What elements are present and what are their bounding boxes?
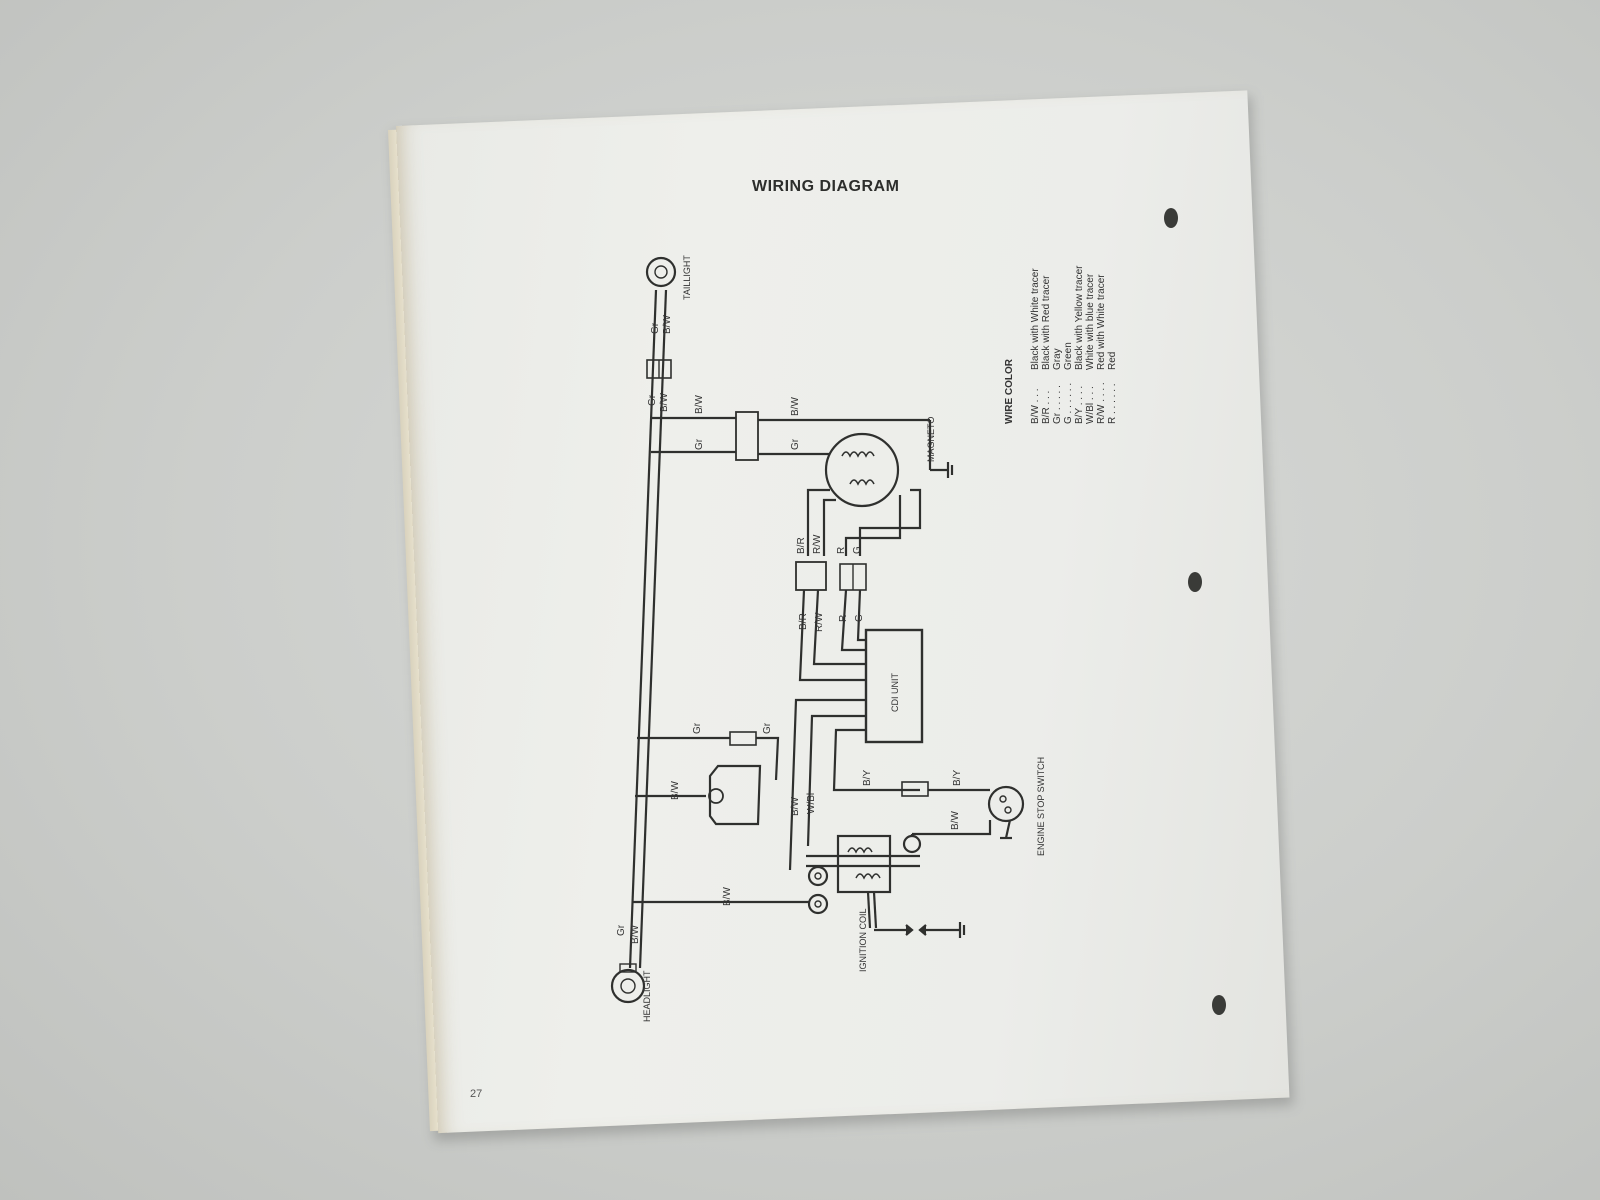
br-rw-coupler (795, 561, 827, 591)
page-number: 27 (470, 1088, 483, 1100)
gr-connector (729, 731, 757, 746)
label-bw-magneto-out: B/W (790, 397, 801, 416)
label-wbl-cdi: W/Bl (806, 793, 817, 814)
label-r-bottom: R (838, 615, 849, 622)
label-gr-headlight: Gr (616, 924, 627, 936)
legend-code-7: R . . . . . . (1107, 383, 1118, 424)
label-by-right: B/Y (952, 770, 963, 786)
main-harness-wire-2 (638, 289, 668, 969)
label-magneto: MAGNETO (926, 417, 936, 462)
diagram-title: WIRING DIAGRAM (752, 178, 900, 195)
label-headlight: HEADLIGHT (642, 970, 652, 1022)
legend-desc-1: Black with Red tracer (1041, 275, 1052, 370)
label-gr-branch: Gr (692, 722, 703, 734)
punch-hole-bottom (1212, 995, 1226, 1015)
legend-heading: WIRE COLOR (1004, 358, 1015, 424)
magneto-coupler (735, 411, 759, 461)
label-r-top: R (836, 547, 847, 554)
coil-terminal-lower (807, 893, 829, 915)
ignition-coil-box (836, 834, 892, 894)
magneto (824, 432, 900, 508)
cdi-unit-box (864, 628, 924, 744)
wire-color-legend: WIRE COLOR B/W . . . Black with White tr… (1004, 265, 1118, 424)
label-cdi-unit: CDI UNIT (890, 673, 900, 712)
legend-code-5: W/Bl . . . (1085, 386, 1096, 424)
legend-desc-6: Red with White tracer (1096, 274, 1107, 370)
coil-terminal-right (902, 834, 922, 854)
label-bw-regulator: B/W (670, 781, 681, 800)
label-gr-magneto-in: Gr (694, 438, 705, 450)
legend-code-3: G . . . . . . (1063, 383, 1074, 424)
legend-desc-3: Green (1063, 342, 1074, 370)
legend-code-0: B/W . . . (1030, 388, 1041, 424)
legend-code-2: Gr . . . . . (1052, 385, 1063, 424)
label-by-left: B/Y (862, 770, 873, 786)
legend-desc-2: Gray (1052, 348, 1063, 370)
legend-code-4: B/Y . . . . (1074, 386, 1085, 424)
label-bw-magneto-in: B/W (694, 395, 705, 414)
taillight-bulb (645, 256, 677, 288)
punch-hole-top (1164, 208, 1178, 228)
legend-code-1: B/R . . . (1041, 391, 1052, 424)
label-g-bottom: G (854, 614, 865, 622)
headlight-bulb (610, 968, 646, 1004)
label-gr-tail: Gr (650, 322, 661, 334)
legend-desc-5: White with blue tracer (1085, 273, 1096, 370)
label-g-top: G (852, 546, 863, 554)
label-br-bottom: B/R (798, 613, 809, 630)
label-bw-headlight: B/W (630, 925, 641, 944)
label-engine-stop-switch: ENGINE STOP SWITCH (1036, 757, 1046, 856)
label-bw-cdi: B/W (790, 797, 801, 816)
label-taillight: TAILLIGHT (682, 255, 692, 300)
label-rw-bottom: R/W (814, 612, 825, 632)
coil-terminal-upper (807, 865, 829, 887)
label-bw-ground: B/W (722, 887, 733, 906)
label-ignition-coil: IGNITION COIL (858, 908, 868, 972)
legend-desc-7: Red (1107, 352, 1118, 370)
engine-stop-switch (987, 785, 1025, 823)
legend-desc-0: Black with White tracer (1030, 268, 1041, 370)
label-bw-tail-2: B/W (659, 393, 670, 412)
regulator-box (708, 764, 762, 826)
label-bw-tail: B/W (662, 315, 673, 334)
legend-code-6: R/W . . . . (1096, 382, 1107, 424)
label-gr-magneto-out: Gr (790, 438, 801, 450)
label-rw-top: R/W (812, 534, 823, 554)
legend-desc-4: Black with Yellow tracer (1074, 265, 1085, 370)
label-bw-switch: B/W (950, 811, 961, 830)
punch-hole-middle (1188, 572, 1202, 592)
label-br-top: B/R (796, 537, 807, 554)
label-gr-tail-2: Gr (647, 394, 658, 406)
label-gr-connector: Gr (762, 722, 773, 734)
main-harness-wire (628, 289, 658, 969)
